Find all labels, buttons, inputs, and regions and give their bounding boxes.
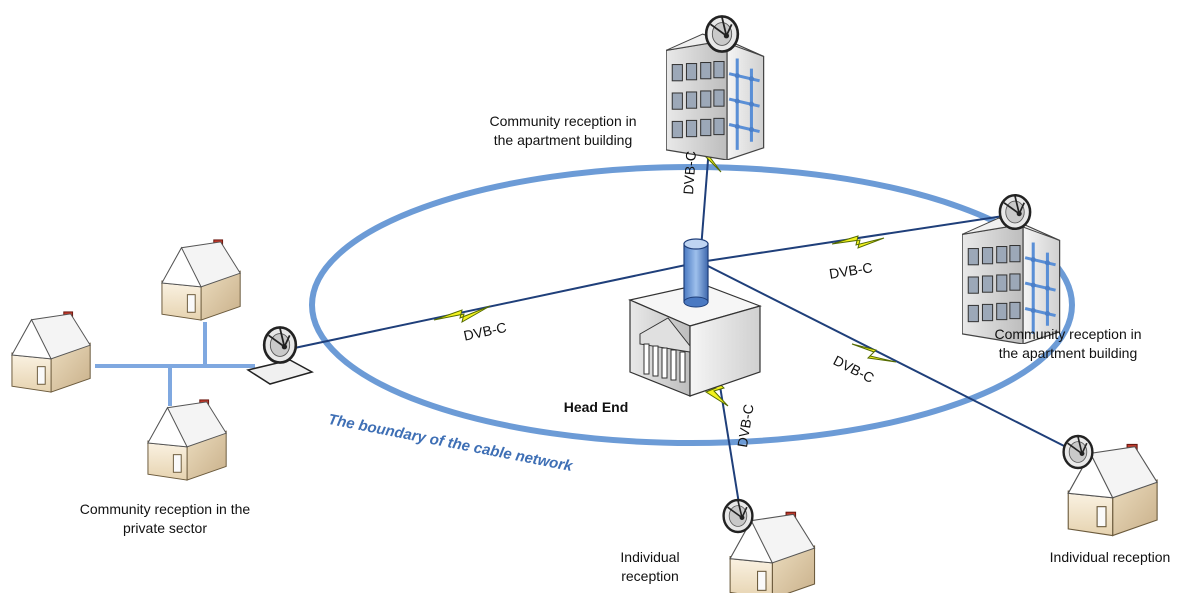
label-private-sector-line1: Community reception in the [79,501,251,517]
label-individual-right: Individual reception [1030,548,1190,567]
label-apartment-top-line2: the apartment building [493,132,633,148]
dvb-label-apartment-top: DVB-C [680,150,699,196]
label-apartment-right-line2: the apartment building [998,345,1138,361]
label-individual-bottom-line1: Individual [620,549,680,565]
label-head-end-text: Head End [563,399,629,415]
private-sector-cable-tree [95,322,255,406]
label-private-sector: Community reception in the private secto… [50,500,280,538]
label-apartment-top: Community reception in the apartment bui… [458,112,668,150]
house-individual-bottom [722,498,816,593]
label-apartment-top-line1: Community reception in [489,113,637,129]
label-private-sector-line2: private sector [122,520,208,536]
boundary-ellipse [309,164,1075,446]
house-private-top [161,239,241,321]
label-individual-bottom-line2: reception [621,568,679,584]
apartment-building-top [666,15,766,160]
label-individual-right-text: Individual reception [1049,549,1171,565]
head-end-tower [683,243,709,303]
label-apartment-right-line1: Community reception in [994,326,1142,342]
house-private-left [11,311,91,393]
lightning-bolt-right [831,235,885,249]
dish-private-sector [246,326,314,385]
link-line-private-sector [284,261,701,351]
head-end-building [628,238,762,397]
label-individual-bottom: Individual reception [600,548,700,586]
lightning-bolt-lower-right [851,343,897,363]
lightning-bolt-left [433,305,491,324]
link-line-individual-right [699,261,1077,453]
label-apartment-right: Community reception in the apartment bui… [958,325,1178,363]
label-head-end: Head End [556,398,636,417]
house-private-bottom [147,399,227,481]
apartment-building-right [962,193,1062,344]
lightning-bolt-bottom [704,373,729,407]
house-individual-right [1062,434,1158,537]
